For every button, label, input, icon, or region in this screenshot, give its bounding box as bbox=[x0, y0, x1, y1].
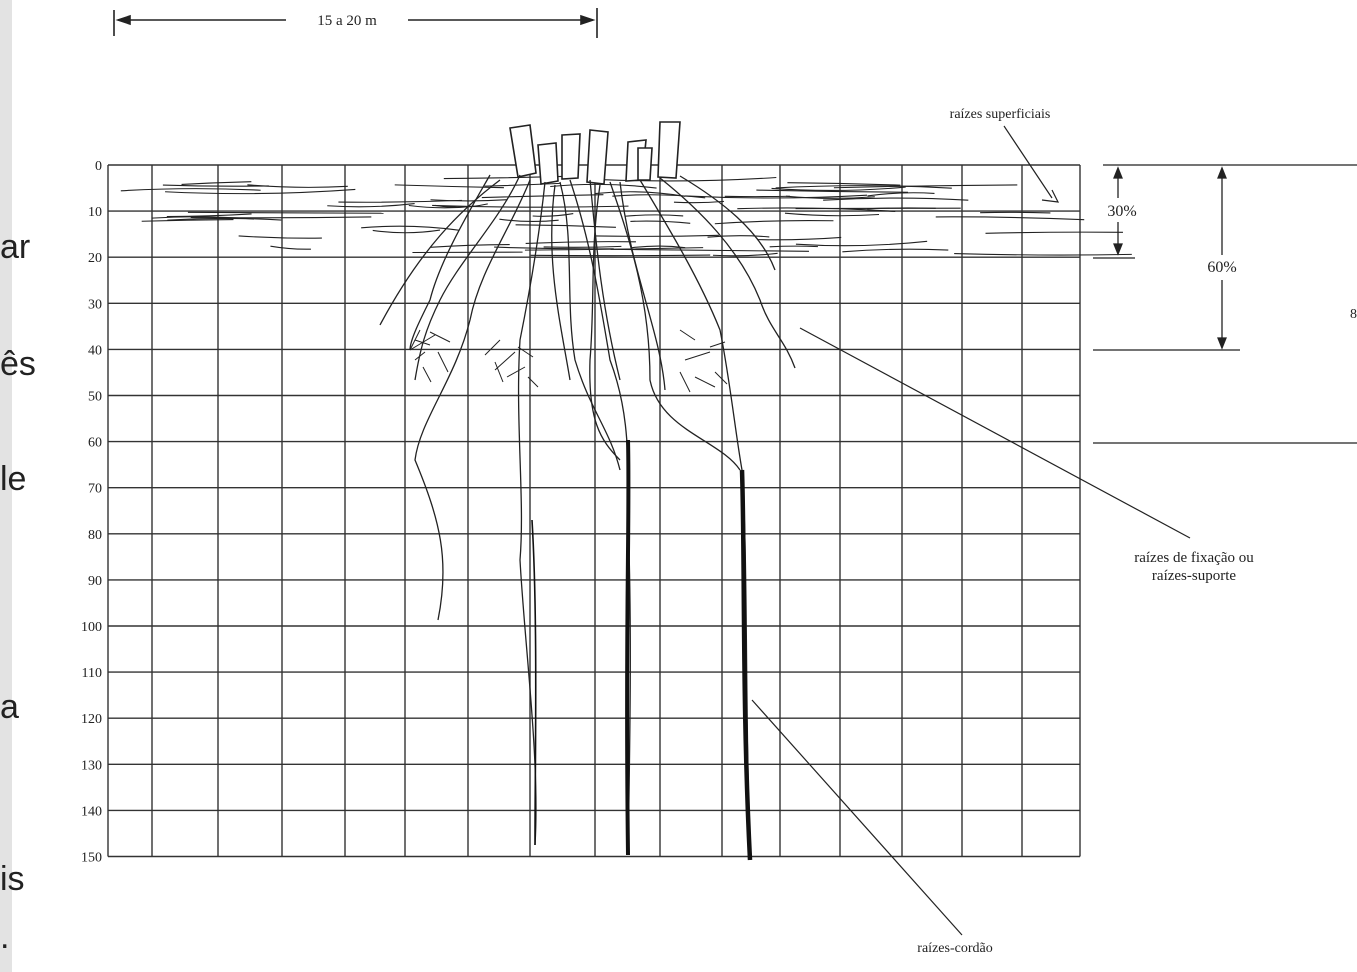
superficial-root-stroke bbox=[595, 235, 719, 236]
superficial-root-stroke bbox=[550, 184, 656, 188]
depth-tick-label: 60 bbox=[88, 436, 102, 451]
depth-tick-label: 50 bbox=[88, 390, 102, 405]
superficial-root-stroke bbox=[327, 204, 414, 207]
superficial-root-stroke bbox=[757, 237, 841, 239]
superficial-root-stroke bbox=[270, 246, 310, 249]
superficial-root-stroke bbox=[770, 246, 818, 247]
superficial-root-stroke bbox=[980, 212, 1050, 213]
depth-tick-label: 80 bbox=[88, 528, 102, 543]
cropped-label: 8 bbox=[1350, 307, 1357, 322]
depth-axis: 0 10 20 30 40 50 60 70 80 90 100 110 120 130 140 150 bbox=[81, 159, 102, 866]
superficial-root-stroke bbox=[842, 249, 948, 252]
superficial-root-stroke bbox=[499, 219, 558, 221]
percent-30-label: 30% bbox=[1107, 203, 1136, 220]
label-superficial-roots: raízes superficiais bbox=[950, 107, 1051, 122]
superficial-root-stroke bbox=[674, 201, 724, 202]
superficial-root-stroke bbox=[708, 236, 770, 237]
superficial-root-stroke bbox=[338, 200, 462, 202]
depth-tick-label: 70 bbox=[88, 482, 102, 497]
depth-tick-label: 140 bbox=[81, 804, 102, 819]
depth-tick-label: 10 bbox=[88, 205, 102, 220]
annotation-leaders bbox=[752, 126, 1190, 935]
label-cord-roots: raízes-cordão bbox=[917, 941, 992, 956]
superficial-root-stroke bbox=[142, 220, 234, 222]
depth-tick-label: 150 bbox=[81, 851, 102, 866]
superficial-root-stroke bbox=[954, 254, 1132, 255]
superficial-root-stroke bbox=[785, 213, 879, 216]
depth-tick-label: 20 bbox=[88, 251, 102, 266]
superficial-root-stroke bbox=[533, 214, 574, 217]
superficial-root-stroke bbox=[373, 230, 440, 233]
depth-tick-label: 0 bbox=[95, 159, 102, 174]
superficial-root-stroke bbox=[167, 214, 252, 217]
superficial-root-stroke bbox=[526, 242, 636, 244]
superficial-root-stroke bbox=[632, 246, 686, 248]
percent-60-label: 60% bbox=[1207, 259, 1236, 276]
superficial-root-stroke bbox=[936, 217, 1084, 220]
depth-tick-label: 100 bbox=[81, 620, 102, 635]
superficial-root-stroke bbox=[625, 215, 683, 216]
depth-tick-label: 30 bbox=[88, 297, 102, 312]
superficial-root-stroke bbox=[239, 236, 322, 238]
depth-tick-label: 40 bbox=[88, 343, 102, 358]
superficial-root-stroke bbox=[787, 183, 900, 185]
width-label: 15 a 20 m bbox=[317, 13, 377, 29]
superficial-root-stroke bbox=[867, 193, 934, 196]
cut-stems bbox=[510, 122, 680, 184]
fibrous-clusters bbox=[410, 330, 727, 392]
cord-roots bbox=[532, 440, 750, 860]
label-fixation-roots-1: raízes de fixação ou bbox=[1134, 550, 1254, 566]
superficial-root-stroke bbox=[247, 185, 347, 188]
depth-tick-label: 90 bbox=[88, 574, 102, 589]
superficial-root-stroke bbox=[544, 246, 622, 247]
fixation-roots bbox=[380, 175, 795, 860]
superficial-root-stroke bbox=[182, 182, 252, 185]
superficial-root-stroke bbox=[715, 221, 834, 224]
depth-tick-label: 120 bbox=[81, 712, 102, 727]
depth-tick-label: 110 bbox=[82, 666, 102, 681]
label-fixation-roots-2: raízes-suporte bbox=[1152, 568, 1236, 584]
superficial-root-stroke bbox=[361, 226, 459, 230]
superficial-root-stroke bbox=[796, 241, 927, 245]
superficial-roots bbox=[121, 176, 1132, 256]
superficial-root-stroke bbox=[985, 232, 1122, 233]
superficial-root-stroke bbox=[121, 189, 261, 191]
depth-tick-label: 130 bbox=[81, 758, 102, 773]
superficial-root-stroke bbox=[188, 212, 384, 213]
superficial-root-stroke bbox=[611, 249, 809, 251]
superficial-root-stroke bbox=[482, 195, 604, 198]
